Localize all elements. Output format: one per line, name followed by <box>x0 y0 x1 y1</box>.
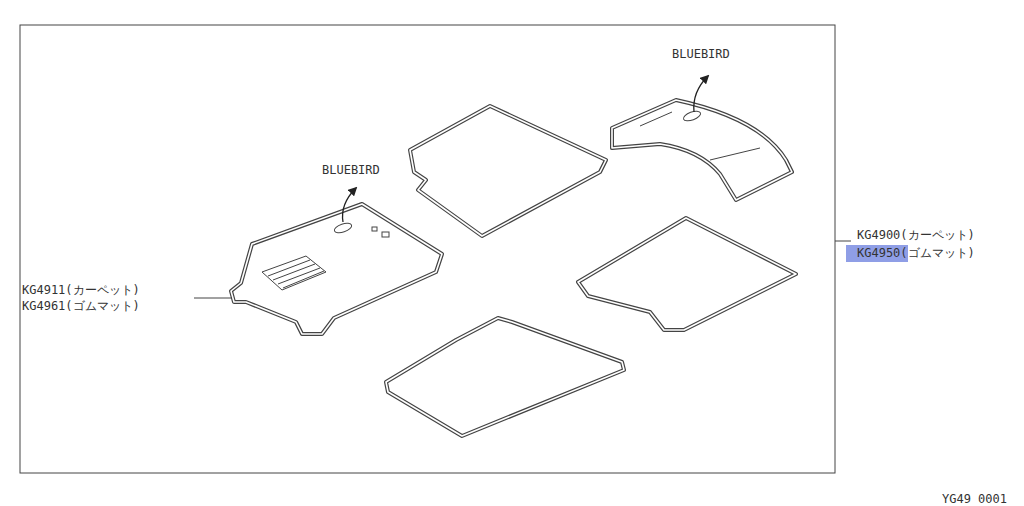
frame <box>20 25 835 473</box>
part-number: KG4961(ゴムマット) <box>22 299 140 313</box>
mat-details <box>194 109 851 298</box>
part-number: KG4911(カーペット) <box>22 283 140 297</box>
brand-label: BLUEBIRD <box>672 47 730 61</box>
brand-label: BLUEBIRD <box>322 163 380 177</box>
part-number: KG4900(カーペット) <box>857 228 975 242</box>
arrows <box>343 76 708 222</box>
part-number: KG4950(ゴムマット) <box>857 246 975 260</box>
mat-outlines <box>231 100 796 436</box>
drawing-number: YG49 0001 <box>942 492 1007 506</box>
